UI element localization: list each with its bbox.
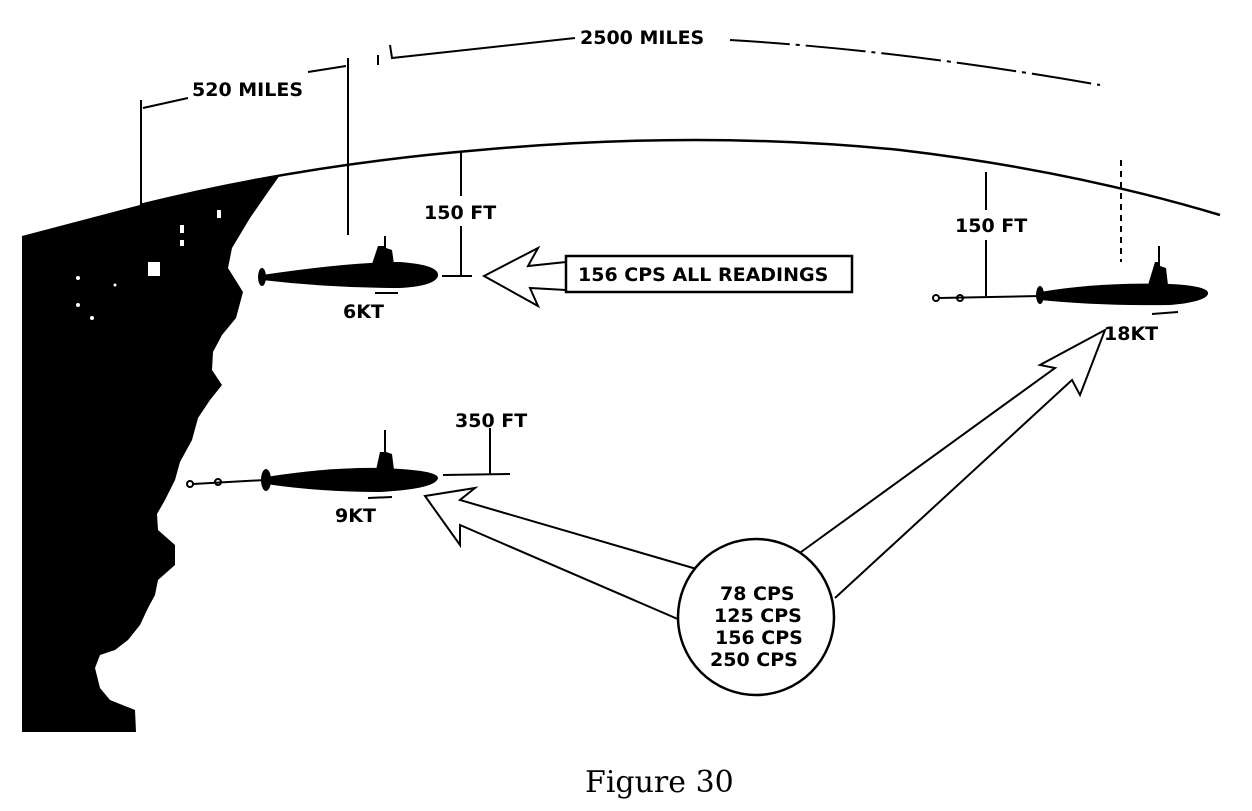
dim-2500-right-leader xyxy=(729,39,1101,86)
coast-specks xyxy=(76,210,221,320)
distance-520-label: 520 MILES xyxy=(192,79,303,101)
submarine-far xyxy=(932,246,1209,306)
frequency-156: 156 CPS xyxy=(715,627,803,649)
frequency-125: 125 CPS xyxy=(714,605,802,627)
callout-box-text: 156 CPS ALL READINGS xyxy=(578,264,828,286)
frequency-78: 78 CPS xyxy=(720,583,795,605)
speed-18kt: 18KT xyxy=(1104,323,1158,345)
distance-2500-label: 2500 MILES xyxy=(580,27,704,49)
depth-350ft-deep: 350 FT xyxy=(455,410,527,432)
callout-arrow-near xyxy=(481,245,567,309)
speed-9kt: 9KT xyxy=(335,505,376,527)
figure-caption: Figure 30 xyxy=(585,765,734,800)
dim-2500-break xyxy=(377,37,576,65)
callout-box xyxy=(564,254,854,294)
ocean-surface-line xyxy=(139,138,1221,217)
frequency-circle xyxy=(676,537,836,697)
frequency-250: 250 CPS xyxy=(710,649,798,671)
submarine-deep xyxy=(186,430,438,492)
dim-520-left-leader xyxy=(142,97,189,109)
speed-6kt: 6KT xyxy=(343,301,384,323)
callout-arrow-deep xyxy=(423,486,701,621)
callout-arrow-far xyxy=(789,327,1107,599)
depth-150ft-near: 150 FT xyxy=(424,202,496,224)
coastline-landmass xyxy=(22,175,280,732)
depth-150ft-far: 150 FT xyxy=(955,215,1027,237)
submarine-near xyxy=(258,236,439,288)
dim-520-right-leader xyxy=(307,65,347,73)
